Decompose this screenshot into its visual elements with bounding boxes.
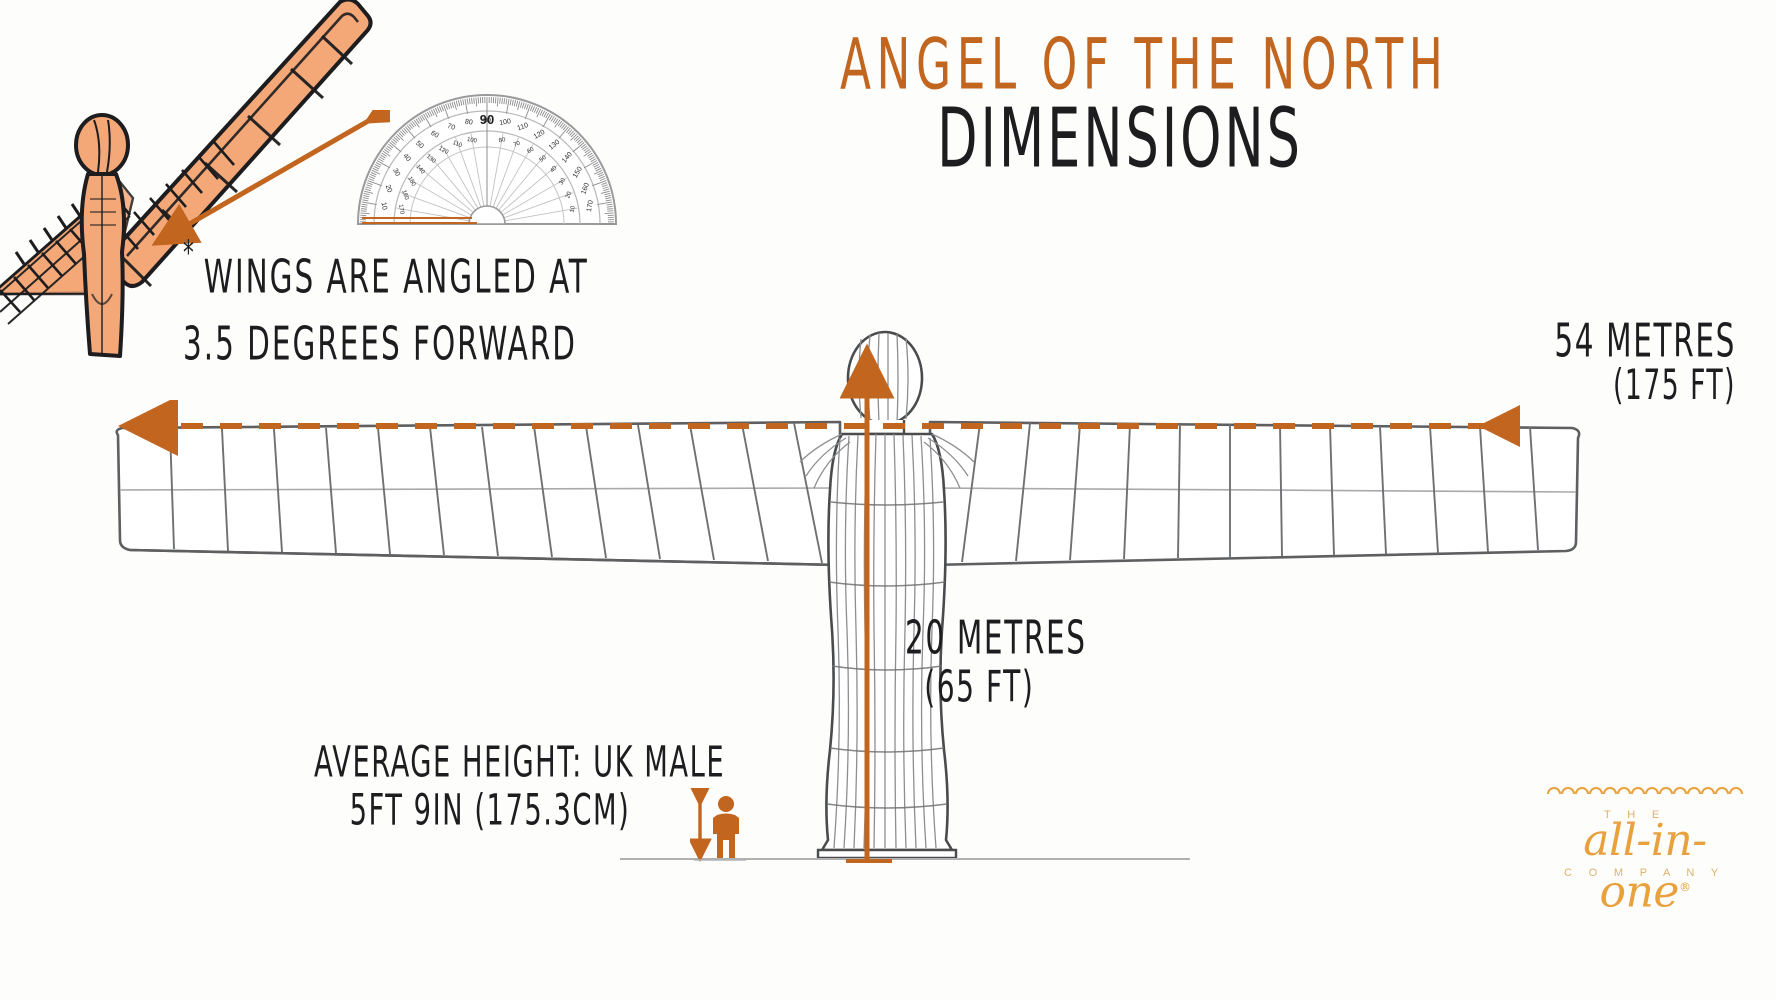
- wingspan-dimension-arrow: [118, 400, 1520, 456]
- svg-text:110: 110: [452, 140, 464, 149]
- svg-text:20: 20: [384, 184, 393, 194]
- average-height-label: AVERAGE HEIGHT: UK MALE 5FT 9IN (175.3CM…: [270, 735, 726, 834]
- logo-the-text: T H E: [1604, 809, 1667, 821]
- right-wing: [928, 420, 1581, 567]
- height-label-line2: (65 FT): [924, 662, 1035, 713]
- svg-text:160: 160: [400, 189, 409, 201]
- svg-text:10: 10: [379, 202, 387, 211]
- wing-angle-line1: WINGS ARE ANGLED AT: [203, 250, 589, 304]
- svg-text:30: 30: [391, 167, 401, 177]
- svg-text:100: 100: [499, 118, 512, 127]
- svg-text:30: 30: [559, 177, 568, 186]
- wingspan-label-line1: 54 METRES: [1554, 313, 1736, 368]
- page-subtitle: DIMENSIONS: [937, 91, 1303, 187]
- svg-text:10: 10: [570, 205, 577, 213]
- svg-text:50: 50: [414, 140, 425, 150]
- asterisk-marker: *: [183, 234, 196, 274]
- svg-text:150: 150: [406, 176, 417, 188]
- svg-text:160: 160: [580, 182, 591, 195]
- svg-text:80: 80: [464, 118, 473, 126]
- registered-mark-icon: ®: [1679, 880, 1691, 894]
- average-height-line1: AVERAGE HEIGHT: UK MALE: [314, 737, 726, 787]
- svg-text:90: 90: [483, 118, 491, 125]
- svg-text:170: 170: [586, 200, 595, 213]
- wing-angle-line2: 3.5 DEGREES FORWARD: [183, 317, 577, 371]
- angled-statue-body: [74, 113, 130, 358]
- svg-text:60: 60: [429, 130, 439, 140]
- logo-wordmark: all-in-one®: [1540, 818, 1750, 916]
- svg-text:40: 40: [401, 153, 411, 164]
- wingspan-label: 54 METRES (175 FT): [1376, 313, 1776, 409]
- svg-text:70: 70: [446, 123, 456, 132]
- svg-text:40: 40: [550, 165, 559, 174]
- protractor-center-label: 90: [480, 112, 494, 127]
- svg-text:70: 70: [513, 140, 522, 148]
- wingspan-label-line2: (175 FT): [1613, 361, 1736, 410]
- svg-text:50: 50: [539, 154, 548, 163]
- average-height-line2: 5FT 9IN (175.3CM): [349, 785, 631, 835]
- wing-angle-note: * WINGS ARE ANGLED AT 3.5 DEGREES FORWAR…: [183, 234, 703, 374]
- svg-text:140: 140: [414, 164, 425, 176]
- height-label-line1: 20 METRES: [905, 611, 1087, 665]
- svg-text:100: 100: [466, 137, 478, 145]
- svg-text:120: 120: [437, 146, 449, 157]
- svg-text:60: 60: [526, 146, 535, 155]
- height-label: 20 METRES (65 FT): [905, 610, 1235, 713]
- svg-text:20: 20: [565, 190, 573, 199]
- main-statue-front-view: [115, 330, 1581, 860]
- title-block: ANGEL OF THE NORTH DIMENSIONS: [770, 23, 1470, 182]
- pictogram-body: [713, 813, 739, 858]
- human-scale-figure: [690, 788, 746, 863]
- svg-text:130: 130: [425, 154, 437, 165]
- wing-angle-arrow: [151, 110, 390, 246]
- scallop-border-icon: [1547, 787, 1743, 795]
- svg-text:170: 170: [397, 204, 405, 216]
- height-dimension-arrow: [840, 343, 895, 863]
- svg-text:80: 80: [498, 137, 506, 144]
- logo-company-text: C O M P A N Y: [1564, 867, 1726, 879]
- page-title: ANGEL OF THE NORTH: [840, 23, 1449, 106]
- svg-text:110: 110: [516, 122, 529, 132]
- svg-text:150: 150: [572, 166, 584, 180]
- logo-wordmark-text: all-in-one: [1583, 815, 1707, 918]
- brand-logo[interactable]: T H E all-in-one® C O M P A N Y: [1540, 782, 1750, 915]
- svg-text:120: 120: [533, 129, 547, 141]
- pictogram-head: [718, 796, 734, 812]
